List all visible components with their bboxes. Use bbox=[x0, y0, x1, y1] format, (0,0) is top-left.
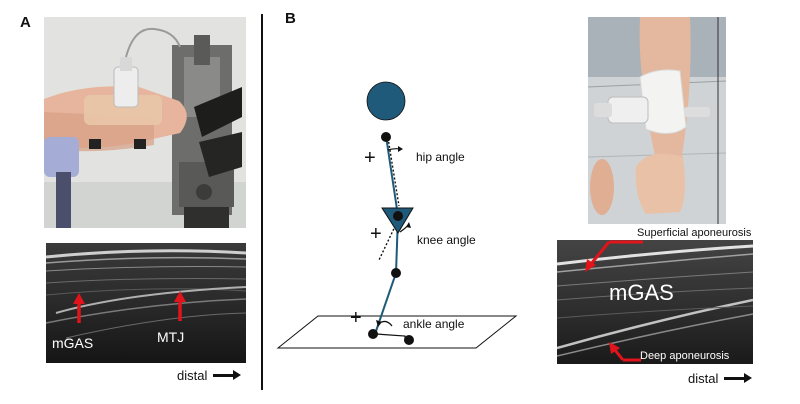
mgas-label-b: mGAS bbox=[609, 280, 674, 305]
distal-direction-a: distal bbox=[177, 368, 242, 383]
panel-label-b: B bbox=[285, 10, 296, 27]
calf-probe-photo bbox=[588, 17, 726, 224]
superficial-aponeurosis-label: Superficial aponeurosis bbox=[637, 227, 752, 239]
ankle-plus-sign: + bbox=[350, 307, 362, 329]
right-arrow-icon bbox=[724, 373, 753, 383]
mtj-label: MTJ bbox=[157, 329, 185, 345]
ultrasound-image-aponeuroses: mGAS bbox=[557, 240, 753, 364]
superficial-arrow-icon bbox=[585, 240, 643, 272]
knee-angle-label: knee angle bbox=[417, 233, 476, 247]
distal-label-a: distal bbox=[177, 368, 208, 383]
deep-arrow-icon bbox=[609, 342, 641, 362]
ankle-angle-label: ankle angle bbox=[403, 317, 465, 331]
hip-angle-label: hip angle bbox=[416, 150, 465, 164]
deep-aponeurosis-label: Deep aponeurosis bbox=[640, 350, 730, 362]
mtj-arrow-icon bbox=[174, 291, 186, 321]
mgas-arrow-icon bbox=[73, 293, 85, 323]
panel-divider bbox=[261, 14, 263, 390]
ultrasound-image-mtj: mGAS MTJ bbox=[46, 243, 246, 363]
experiment-setup-photo bbox=[44, 17, 246, 228]
knee-plus-sign: + bbox=[370, 223, 382, 245]
distal-direction-b: distal bbox=[688, 371, 753, 386]
hip-plus-sign: + bbox=[364, 147, 376, 169]
joint-angle-diagram: + + + hip angle knee angle ankle angle bbox=[272, 70, 522, 360]
right-arrow-icon bbox=[213, 370, 242, 380]
panel-label-a: A bbox=[20, 14, 31, 31]
mgas-label: mGAS bbox=[52, 335, 94, 351]
distal-label-b: distal bbox=[688, 371, 719, 386]
